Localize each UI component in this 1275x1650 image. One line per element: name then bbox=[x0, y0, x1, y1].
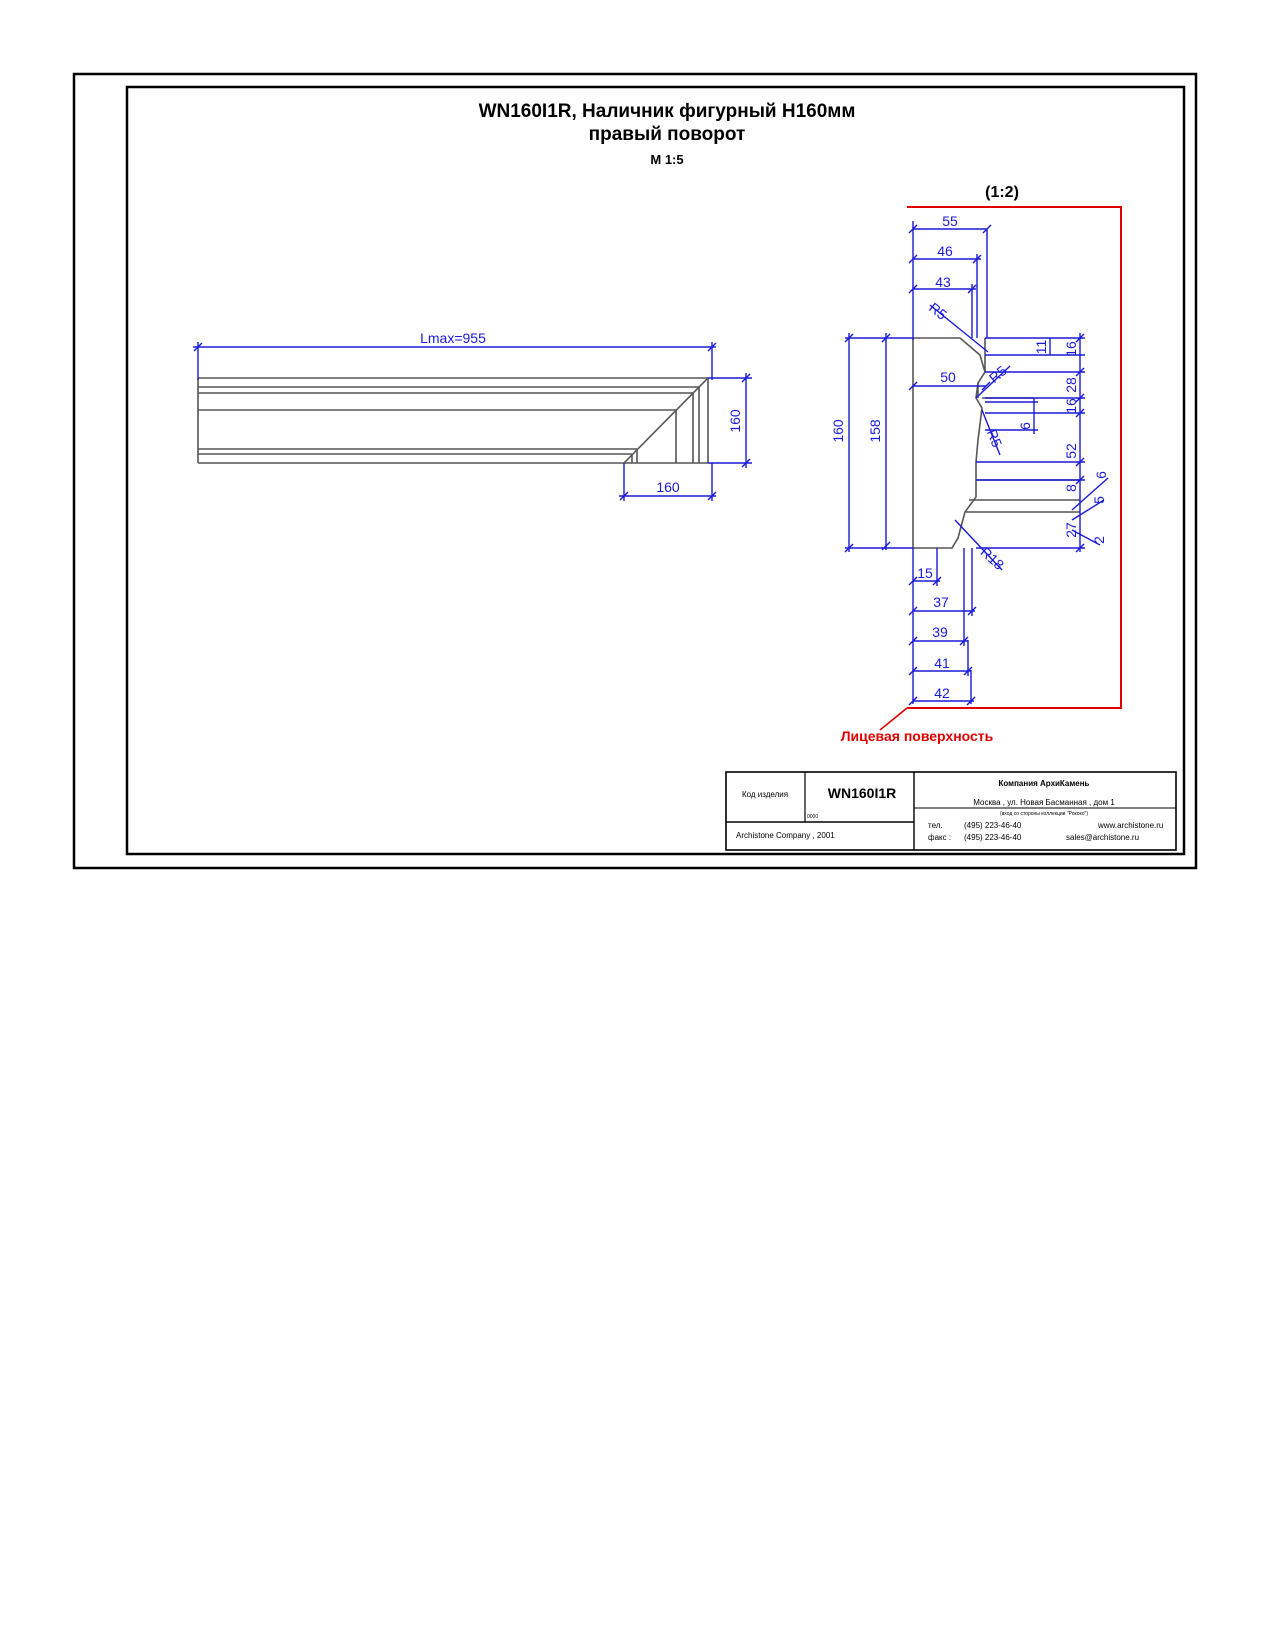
small-dimension-label: 5 bbox=[1091, 496, 1107, 504]
inner-dimension-label: 6 bbox=[1017, 422, 1033, 430]
height-dimension-label: 160 bbox=[727, 409, 743, 433]
top-dimension-label: 55 bbox=[942, 213, 958, 229]
fax-number: (495) 223-46-40 bbox=[964, 833, 1022, 842]
fax-label: факс : bbox=[928, 833, 951, 842]
drawing-scale: М 1:5 bbox=[650, 152, 683, 167]
right-dimension-label: 16 bbox=[1063, 341, 1079, 357]
radius-label: R5 bbox=[984, 427, 1006, 450]
left-dimension-label: 160 bbox=[830, 419, 846, 443]
phone-number: (495) 223-46-40 bbox=[964, 821, 1022, 830]
right-dimension-label: 11 bbox=[1033, 340, 1049, 355]
right-dimension-label: 8 bbox=[1063, 484, 1079, 492]
address-note: (вход со стороны коллекции "Рококо") bbox=[1000, 811, 1088, 817]
small-dimension-label: 6 bbox=[1093, 471, 1109, 479]
left-dimension-label: 158 bbox=[867, 419, 883, 443]
top-dimension-label: 46 bbox=[937, 243, 953, 259]
right-dimension-label: 16 bbox=[1063, 398, 1079, 414]
company-name: Компания АрхиКамень bbox=[999, 779, 1090, 788]
bottom-dimension-label: 41 bbox=[934, 655, 950, 671]
profile-scale-label: (1:2) bbox=[985, 184, 1019, 201]
corner-dimension-label: 160 bbox=[656, 479, 680, 495]
inner-frame bbox=[125, 85, 1186, 856]
product-code-label: Код изделия bbox=[742, 790, 788, 799]
website-link[interactable]: www.archistone.ru bbox=[1097, 821, 1163, 830]
right-dimension-label: 52 bbox=[1063, 443, 1079, 459]
profile-section: (1:2) Лицевая поверхность 55 46 43 bbox=[830, 184, 1122, 744]
company-address: Москва , ул. Новая Басманная , дом 1 bbox=[973, 798, 1115, 807]
copyright-text: Archistone Company , 2001 bbox=[736, 831, 835, 840]
product-code-sub: 0000 bbox=[807, 814, 818, 820]
face-surface-outline bbox=[907, 206, 1122, 709]
phone-label: тел. bbox=[928, 821, 943, 830]
drawing-title: WN160I1R, Наличник фигурный Н160мм bbox=[479, 101, 856, 122]
product-code-value: WN160I1R bbox=[828, 785, 896, 801]
radius-label: R5 bbox=[926, 299, 950, 323]
face-surface-label: Лицевая поверхность bbox=[841, 728, 994, 744]
center-dimension-label: 50 bbox=[940, 369, 956, 385]
bottom-dimension-label: 39 bbox=[932, 624, 948, 640]
top-dimension-label: 43 bbox=[935, 274, 951, 290]
small-dimension-label: 2 bbox=[1091, 536, 1107, 544]
length-dimension-label: Lmax=955 bbox=[420, 330, 486, 346]
bottom-dimension-label: 15 bbox=[917, 565, 933, 581]
right-dimension-label: 27 bbox=[1063, 522, 1079, 538]
right-dimension-label: 28 bbox=[1063, 377, 1079, 393]
drawing-subtitle: правый поворот bbox=[589, 124, 746, 145]
bottom-dimension-label: 42 bbox=[934, 685, 950, 701]
bottom-dimension-label: 37 bbox=[933, 594, 949, 610]
outer-frame bbox=[72, 72, 1198, 870]
email-link[interactable]: sales@archistone.ru bbox=[1066, 833, 1139, 842]
title-block: Код изделия WN160I1R 0000 Archistone Com… bbox=[725, 771, 1177, 851]
side-view: Lmax=955 160 160 bbox=[193, 330, 752, 501]
